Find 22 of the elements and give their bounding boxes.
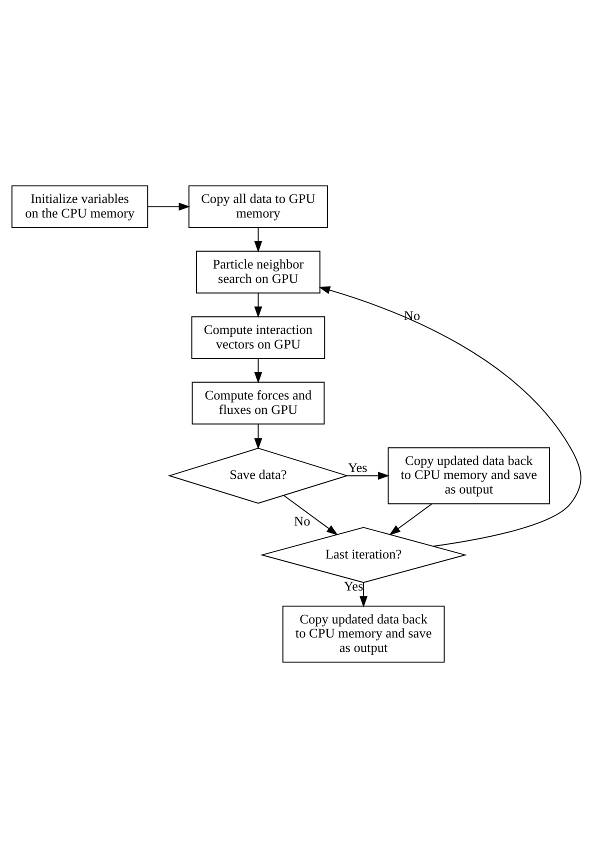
node-box: Initialize variables on the CPU memory (11, 184, 148, 228)
arrow (254, 358, 262, 383)
arrow (254, 226, 262, 252)
node-diamond: Save data? (168, 447, 349, 504)
edge-label: No (404, 308, 420, 323)
arrow (254, 423, 262, 449)
edge-label: Yes (348, 460, 368, 475)
arrow (346, 471, 390, 480)
node-box: Compute forces and fluxes on GPU (192, 381, 325, 424)
edge-label: No (294, 513, 310, 528)
arrow (147, 202, 190, 210)
arrow (360, 582, 368, 607)
node-box: Copy all data to GPU memory (188, 184, 328, 228)
node-diamond: Last iteration? (260, 526, 467, 582)
node-box: Compute interaction vectors on GPU (191, 316, 326, 358)
node-box: Particle neighbor search on GPU (196, 250, 320, 294)
arrow (389, 502, 433, 535)
arrow (283, 494, 338, 535)
arrow (318, 286, 582, 546)
arrow (254, 292, 262, 318)
node-box: Copy updated data back to CPU memory and save as output (388, 446, 550, 504)
node-box: Copy updated data back to CPU memory and save as output (282, 605, 445, 662)
